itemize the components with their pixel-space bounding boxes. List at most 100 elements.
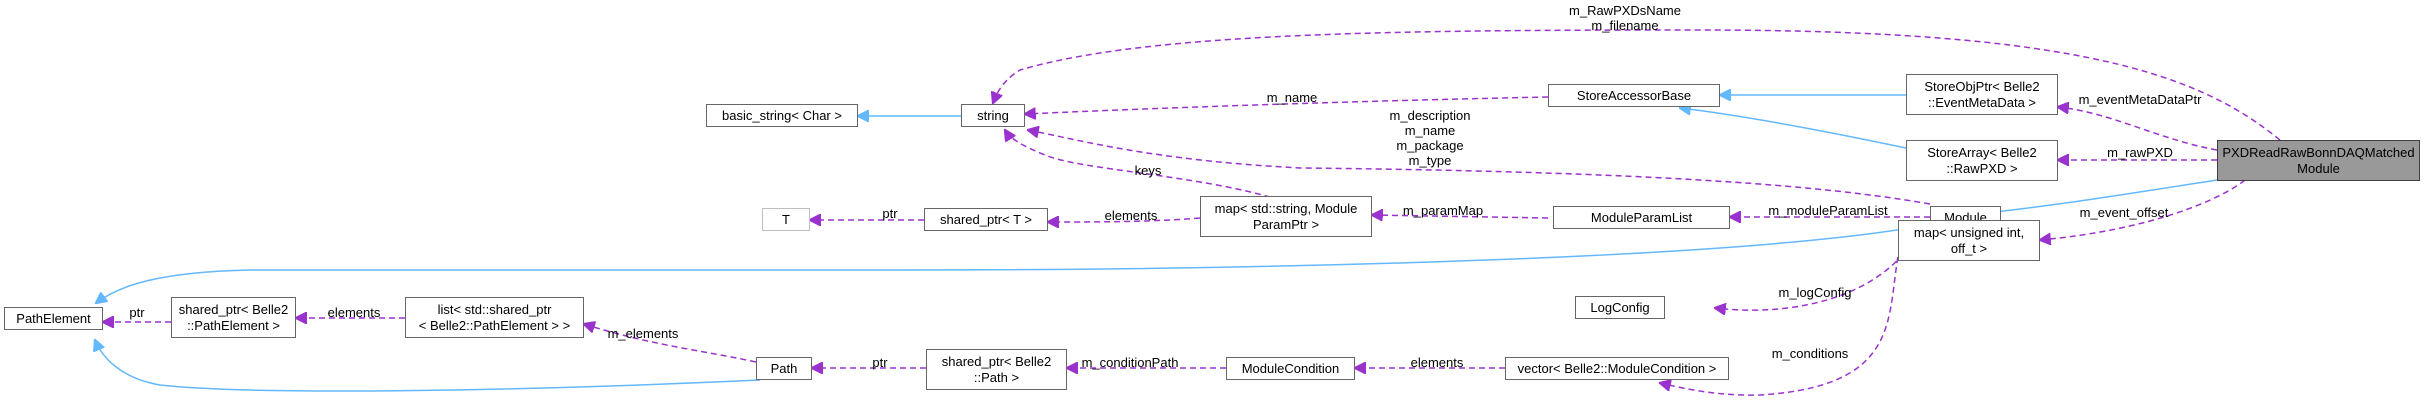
edge-label-elements-map-text: elements: [1104, 208, 1158, 223]
edge-label-module-strings-line-2: m_name: [1404, 123, 1456, 138]
edge-conditions: [1660, 227, 1906, 396]
edge-label-elements-map: elements: [1105, 208, 1158, 223]
node-map-string-module-line-2: ParamPtr >: [1252, 216, 1320, 232]
node-path-element[interactable]: PathElement: [4, 307, 103, 330]
node-basic-string-label: basic_string< Char >: [722, 107, 842, 123]
node-map-unsigned[interactable]: map< unsigned int, off_t >: [1898, 220, 2040, 261]
edge-label-ptr-path: ptr: [872, 355, 887, 370]
node-store-array-line-1: StoreArray< Belle2: [1927, 144, 2037, 160]
edge-label-condition-path-text: m_conditionPath: [1081, 355, 1179, 370]
edge-label-event-meta-data-ptr: m_eventMetaDataPtr: [2079, 92, 2202, 107]
node-vector-condition[interactable]: vector< Belle2::ModuleCondition >: [1505, 357, 1729, 380]
node-shared-ptr-path-line-2: ::Path >: [973, 369, 1020, 385]
node-t[interactable]: T: [762, 208, 810, 231]
node-map-unsigned-line-1: map< unsigned int,: [1913, 224, 2025, 240]
node-shared-ptr-t-label: shared_ptr< T >: [939, 211, 1033, 227]
edge-label-module-strings-line-3: m_package: [1396, 138, 1464, 153]
edge-label-ptr-path-text: ptr: [872, 355, 888, 370]
edge-label-m-name: m_name: [1267, 90, 1318, 105]
node-map-string-module[interactable]: map< std::string, Module ParamPtr >: [1200, 196, 1372, 237]
node-store-accessor-base-label: StoreAccessorBase: [1576, 87, 1692, 103]
edge-keys: [1005, 130, 1281, 201]
edge-label-ptr-t-text: ptr: [882, 206, 898, 221]
edge-label-conditions: m_conditions: [1772, 346, 1849, 361]
edge-label-module-strings-line-1: m_description: [1389, 108, 1471, 123]
node-log-config[interactable]: LogConfig: [1575, 296, 1665, 319]
node-string[interactable]: string: [961, 104, 1025, 127]
edge-label-raw-pxd-ds-name-line-1: m_RawPXDsName: [1569, 3, 1681, 18]
edge-event-offset: [2040, 179, 2246, 240]
edge-label-condition-path: m_conditionPath: [1082, 355, 1179, 370]
node-main-line-1: PXDReadRawBonnDAQMatched: [2222, 144, 2415, 160]
node-log-config-label: LogConfig: [1590, 299, 1650, 315]
edge-raw-pxd-ds-name: [993, 29, 2281, 141]
edge-label-module-strings: m_description m_name m_package m_type: [1390, 108, 1471, 168]
edge-label-module-param-list: m_moduleParamList: [1768, 203, 1887, 218]
node-store-accessor-base[interactable]: StoreAccessorBase: [1548, 84, 1720, 107]
node-module-param-list[interactable]: ModuleParamList: [1553, 206, 1730, 229]
edge-elements-map: [1048, 218, 1201, 222]
edge-label-m-elements: m_elements: [608, 326, 679, 341]
node-list-path-element-line-1: list< std::shared_ptr: [437, 301, 552, 317]
node-module-param-list-label: ModuleParamList: [1590, 209, 1693, 225]
edge-module-to-path-element: [96, 227, 1911, 303]
node-store-array[interactable]: StoreArray< Belle2 ::RawPXD >: [1906, 140, 2058, 181]
node-main-module[interactable]: PXDReadRawBonnDAQMatched Module: [2217, 140, 2420, 181]
edge-label-log-config-text: m_logConfig: [1778, 285, 1852, 300]
edge-label-m-name-text: m_name: [1266, 90, 1318, 105]
edge-event-meta-data-ptr: [2058, 107, 2218, 151]
node-path[interactable]: Path: [756, 357, 812, 380]
node-list-path-element[interactable]: list< std::shared_ptr < Belle2::PathElem…: [405, 297, 584, 338]
edge-label-module-param-list-text: m_moduleParamList: [1768, 203, 1888, 218]
node-store-obj-ptr-line-1: StoreObjPtr< Belle2: [1924, 78, 2040, 94]
node-shared-ptr-path[interactable]: shared_ptr< Belle2 ::Path >: [926, 349, 1067, 390]
node-store-obj-ptr-line-2: ::EventMetaData >: [1927, 94, 2037, 110]
edge-storearray-to-storeaccessorbase: [1680, 108, 1907, 149]
node-main-line-2: Module: [2297, 160, 2340, 176]
node-basic-string[interactable]: basic_string< Char >: [706, 104, 858, 127]
edge-label-raw-pxd-ds-name-line-2: m_filename: [1591, 18, 1659, 33]
edge-label-raw-pxd-ds-name: m_RawPXDsName m_filename: [1569, 3, 1681, 33]
edge-label-elements-condition: elements: [1411, 355, 1464, 370]
edge-label-event-offset: m_event_offset: [2080, 205, 2169, 220]
edge-m-name: [1025, 96, 1549, 114]
edge-label-elements-list: elements: [328, 305, 381, 320]
node-map-unsigned-line-2: off_t >: [1950, 240, 1988, 256]
node-shared-ptr-path-element-line-1: shared_ptr< Belle2: [178, 301, 289, 317]
edge-label-m-elements-text: m_elements: [607, 326, 679, 341]
edge-label-keys-text: keys: [1134, 163, 1162, 178]
node-path-element-label: PathElement: [16, 310, 91, 326]
edge-module-strings: [1028, 130, 1931, 205]
node-shared-ptr-t[interactable]: shared_ptr< T >: [924, 208, 1048, 231]
node-store-obj-ptr[interactable]: StoreObjPtr< Belle2 ::EventMetaData >: [1906, 74, 2058, 115]
node-path-label: Path: [770, 360, 798, 376]
edge-label-ptr-t: ptr: [882, 206, 897, 221]
edge-m-elements: [584, 324, 757, 363]
edge-label-conditions-text: m_conditions: [1771, 346, 1849, 361]
node-module-condition[interactable]: ModuleCondition: [1226, 357, 1355, 380]
edge-label-event-offset-text: m_event_offset: [2079, 205, 2169, 220]
edge-label-raw-pxd: m_rawPXD: [2107, 145, 2173, 160]
edge-label-param-map-text: m_paramMap: [1402, 203, 1484, 218]
node-vector-condition-label: vector< Belle2::ModuleCondition >: [1517, 360, 1717, 376]
node-t-label: T: [782, 211, 790, 227]
node-module-condition-label: ModuleCondition: [1241, 360, 1340, 376]
edge-label-elements-condition-text: elements: [1410, 355, 1464, 370]
node-shared-ptr-path-element-line-2: ::PathElement >: [187, 317, 280, 333]
edge-label-ptr-path-element: ptr: [129, 305, 144, 320]
node-shared-ptr-path-element[interactable]: shared_ptr< Belle2 ::PathElement >: [171, 297, 296, 338]
edge-label-elements-list-text: elements: [327, 305, 381, 320]
node-store-array-line-2: ::RawPXD >: [1946, 160, 2018, 176]
node-shared-ptr-path-line-1: shared_ptr< Belle2: [941, 353, 1052, 369]
edge-label-log-config: m_logConfig: [1779, 285, 1852, 300]
edge-label-ptr-path-element-text: ptr: [129, 305, 145, 320]
node-list-path-element-line-2: < Belle2::PathElement > >: [418, 317, 571, 333]
node-string-label: string: [977, 107, 1009, 123]
edge-label-raw-pxd-text: m_rawPXD: [2107, 145, 2173, 160]
edge-label-keys: keys: [1135, 163, 1162, 178]
edge-label-module-strings-line-4: m_type: [1408, 153, 1452, 168]
edge-path-to-path-element: [95, 340, 761, 392]
node-map-string-module-line-1: map< std::string, Module: [1214, 200, 1358, 216]
